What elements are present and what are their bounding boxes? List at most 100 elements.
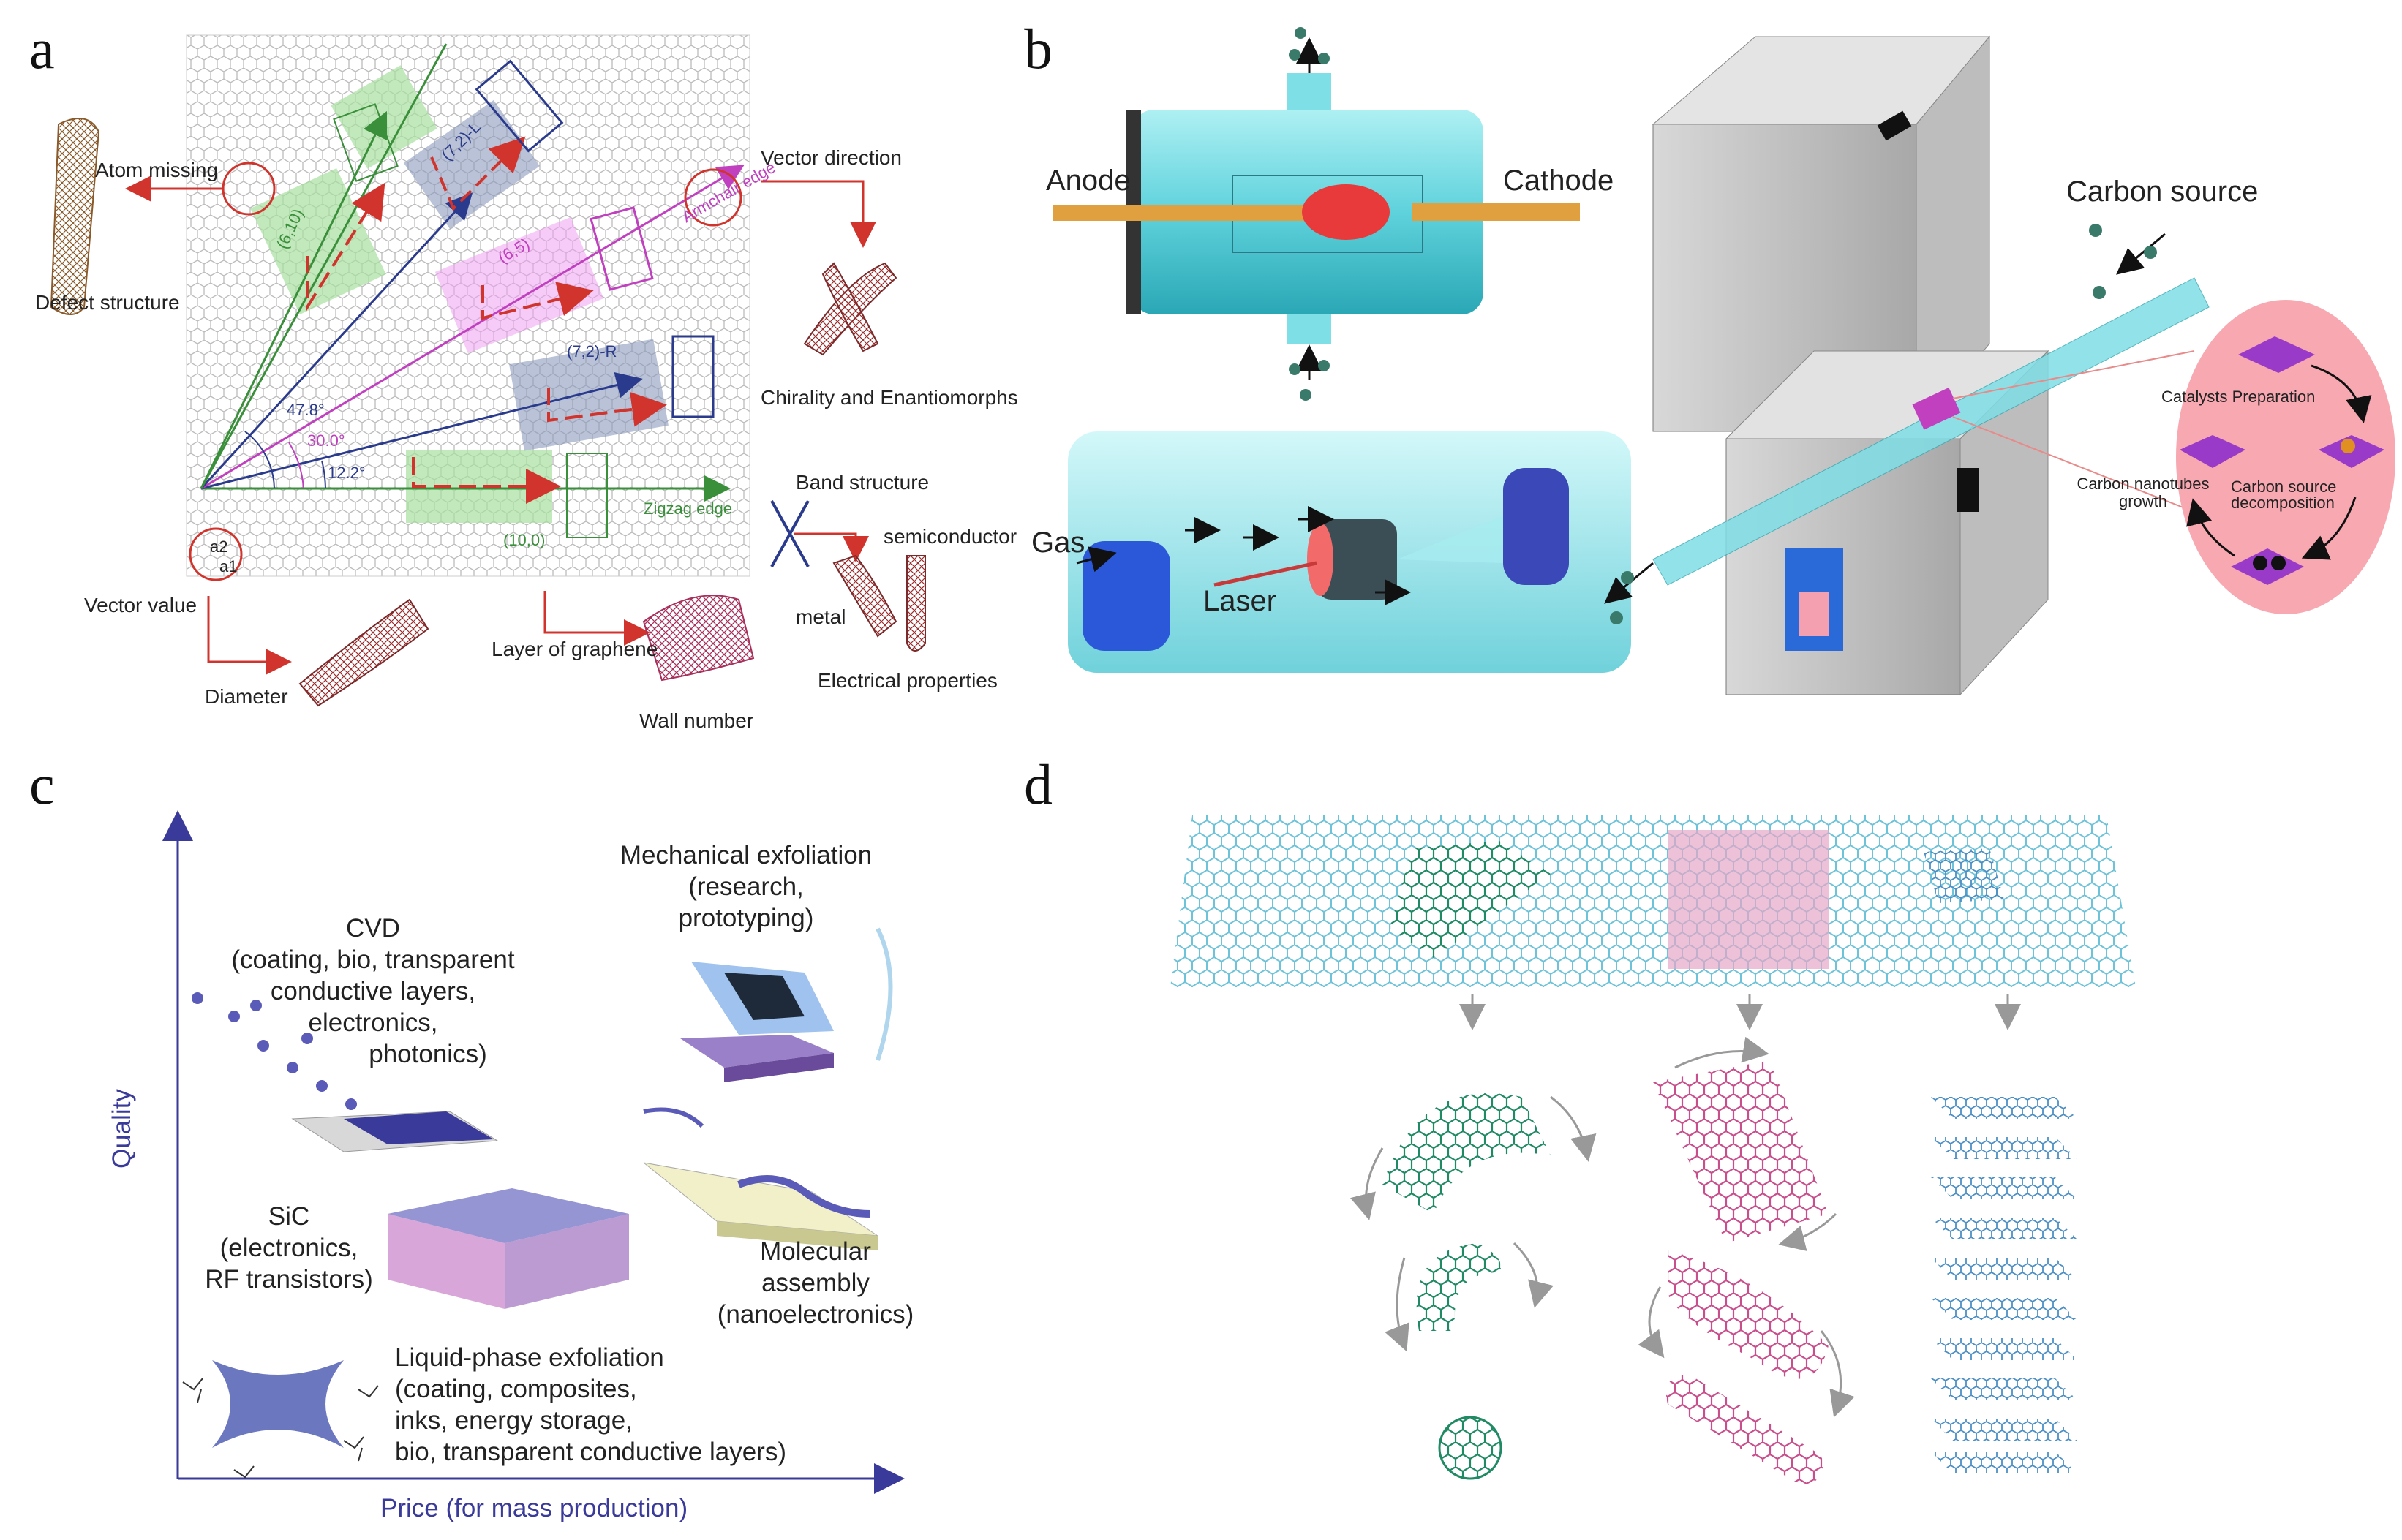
method-molecular-name: Molecular: [760, 1237, 871, 1266]
tube-navy-7-2-l: [475, 59, 564, 153]
furnace-slot: [1957, 468, 1979, 512]
vector-direction-circle: [684, 168, 742, 227]
nanotube-sheet: [1653, 1060, 1829, 1243]
defect-nanotube: [50, 118, 100, 315]
method-molecular-line: (nanoelectronics): [717, 1300, 914, 1329]
red-construction-6-5: [481, 282, 594, 320]
chirality-nanotube-2: [821, 262, 879, 352]
liquid-flakes: [212, 1360, 344, 1448]
label-a2: a2: [210, 537, 228, 556]
cvd-molecule: [301, 1033, 313, 1044]
anode-rod: [1053, 205, 1360, 221]
cycle-arrow: [2301, 497, 2357, 560]
particle: [1318, 360, 1330, 371]
curl-arrow: [1349, 1147, 1384, 1220]
label-zigzag-edge: Zigzag edge: [644, 499, 733, 518]
graphite-stack: [1931, 1097, 2077, 1473]
graphite-layer: [1931, 1338, 2077, 1360]
furnace-slot: [1877, 110, 1912, 141]
curl-arrow: [1674, 1036, 1769, 1069]
curl-arrow: [1550, 1095, 1597, 1162]
panel-b-letter: b: [1024, 17, 1053, 80]
sic-block-front: [388, 1214, 505, 1309]
highlight-fullerene-region: [1390, 841, 1551, 958]
graphite-layer: [1931, 1258, 2077, 1280]
cvd-molecule: [228, 1011, 240, 1022]
angle-arc-inner: [321, 460, 326, 489]
highlight-stack-region: [1924, 848, 2004, 903]
label-catalysts-preparation: Catalysts Preparation: [2161, 388, 2316, 406]
label-metal: metal: [796, 605, 846, 628]
band-cross-2: [770, 500, 810, 567]
mech-substrate: [680, 1035, 834, 1068]
x-axis-label: Price (for mass production): [380, 1494, 688, 1522]
graphite-layer: [1931, 1378, 2077, 1400]
graphite-layer: [1931, 1218, 2077, 1239]
vector-7-2-l: [200, 192, 473, 490]
gray-box-7-2-l: [404, 99, 540, 230]
graphite-layer: [1931, 1452, 2077, 1473]
tube-green-10-0: [566, 453, 608, 538]
cycle-arrow: [2311, 364, 2372, 423]
sic-block-side: [505, 1214, 629, 1309]
panel-b-figure: [1053, 27, 2395, 696]
y-axis-label: Quality: [108, 1089, 136, 1169]
label-chirality: Chirality and Enantiomorphs: [761, 386, 1018, 409]
cvd-molecule: [287, 1062, 298, 1073]
graphite-layer: [1931, 1097, 2077, 1119]
label-anode: Anode: [1046, 165, 1131, 197]
zoom-line-top: [1952, 350, 2195, 399]
label-carbon-source: Carbon source: [2066, 175, 2259, 208]
label-vector-value: Vector value: [84, 594, 197, 616]
graphite-layer: [1931, 1177, 2077, 1199]
label-angle-12: 12.2°: [328, 464, 366, 482]
particle: [2089, 224, 2102, 237]
panel-c-letter: c: [29, 752, 55, 816]
pink-box-6-5: [434, 216, 604, 354]
particle: [1300, 389, 1311, 401]
gas-port-bottom: [1287, 314, 1331, 344]
angle-arc-outer: [244, 431, 275, 489]
semiconductor-nanotube: [832, 554, 897, 638]
cathode-rod: [1412, 203, 1580, 221]
arrow-to-diameter: [207, 596, 292, 675]
cvd-molecule: [257, 1040, 269, 1052]
multiwall-nanotube: [642, 595, 755, 682]
curl-arrow: [1513, 1242, 1554, 1308]
angle-arc-mid: [288, 442, 304, 489]
cvd-film: [344, 1111, 494, 1144]
gas-port-top: [1287, 73, 1331, 110]
label-idx-10-0: (10,0): [503, 531, 546, 549]
curl-arrow: [1385, 1257, 1409, 1352]
label-carbon-source-decomposition: Carbon source decomposition: [2231, 478, 2337, 512]
solvent-molecules: [182, 1378, 379, 1479]
furnace-top-side: [1916, 35, 1990, 433]
method-liquid-name: Liquid-phase exfoliation: [395, 1343, 664, 1372]
method-mechanical: Mechanical exfoliation (research, protot…: [585, 839, 907, 934]
label-cnt-growth: Carbon nanotubes growth: [2077, 475, 2210, 510]
label-gas: Gas: [1031, 526, 1085, 559]
method-sic: SiC (electronics, RF transistors): [190, 1201, 388, 1295]
method-cvd-line: (coating, bio, transparent: [231, 945, 515, 974]
particle: [1610, 611, 1623, 624]
cycle-arrow: [2186, 498, 2235, 557]
label-laser: Laser: [1203, 585, 1277, 617]
sic-block-top: [388, 1188, 629, 1243]
method-cvd-name: CVD: [346, 914, 400, 943]
graphite-layer: [1931, 1298, 2077, 1320]
method-liquid-line: inks, energy storage,: [395, 1406, 633, 1435]
zoom-line-bottom: [1952, 416, 2195, 513]
label-band-structure: Band structure: [796, 471, 930, 494]
catalyst-plate-left: [2180, 435, 2245, 468]
method-mechanical-line: prototyping): [678, 904, 814, 932]
cvd-molecule: [316, 1080, 328, 1092]
quartz-tube: [1652, 277, 2210, 586]
curl-arrow: [1820, 1330, 1855, 1418]
diameter-nanotube: [298, 598, 429, 707]
tube-navy-7-2-r: [671, 335, 715, 418]
method-sic-line: (electronics,: [219, 1234, 358, 1262]
plasma-blob: [1302, 184, 1390, 240]
tube-magenta-6-5: [590, 206, 654, 291]
label-semiconductor: semiconductor: [884, 525, 1017, 548]
panel-a-letter: a: [29, 17, 55, 80]
